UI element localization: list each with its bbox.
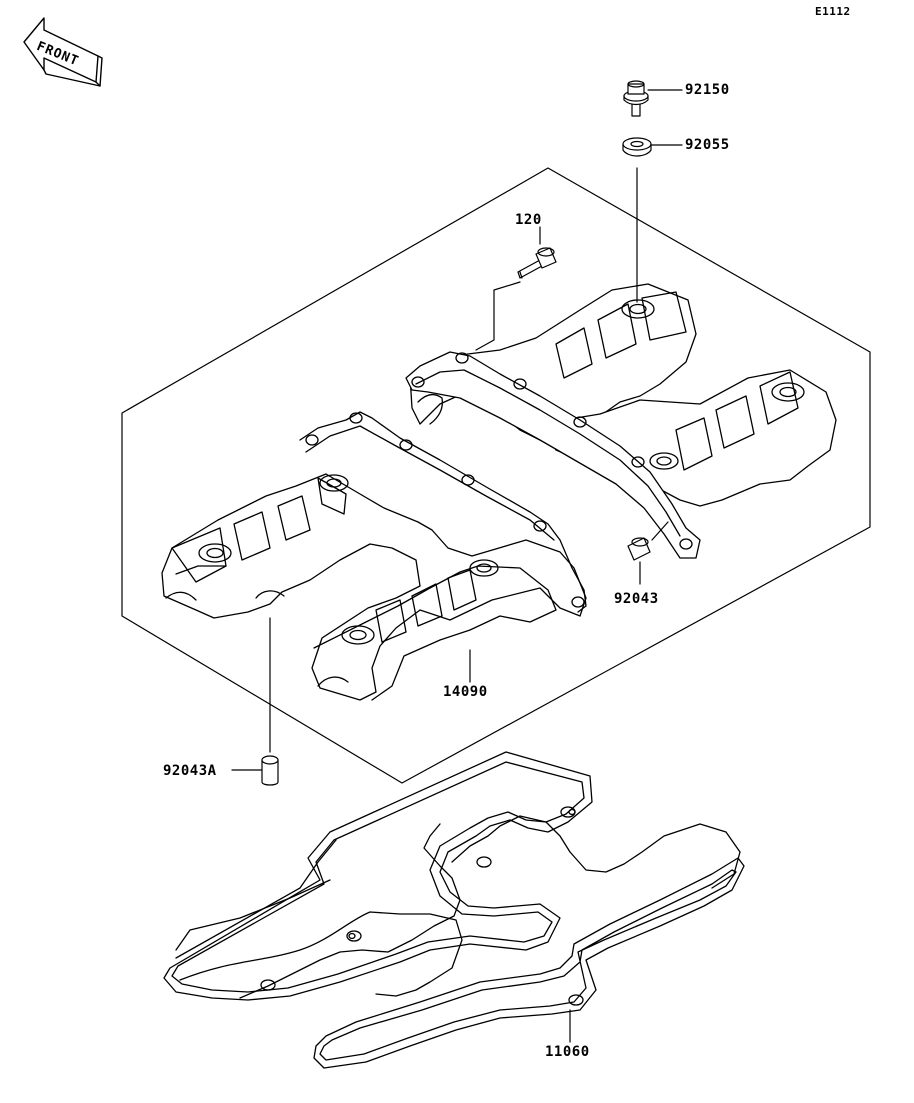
assembly-outline	[122, 168, 870, 783]
part-label-14090: 14090	[443, 684, 488, 700]
cylinder-head-cover	[162, 284, 836, 700]
part-label-92055: 92055	[685, 137, 730, 153]
part-label-120: 120	[515, 212, 542, 228]
leader-92043-up	[652, 522, 668, 540]
washer-92055-icon	[623, 138, 651, 156]
bolt-92150-icon	[624, 81, 648, 116]
front-arrow-icon	[24, 18, 102, 86]
dowel-92043a-icon	[262, 756, 278, 785]
part-label-92043a: 92043A	[163, 763, 217, 779]
gasket-11060	[164, 752, 744, 1068]
bolt-120-icon	[518, 248, 556, 278]
diagram-code: E1112	[815, 5, 851, 18]
part-label-92150: 92150	[685, 82, 730, 98]
dowel-92043-icon	[628, 538, 650, 560]
part-label-92043: 92043	[614, 591, 659, 607]
leader-120-lower	[476, 282, 520, 350]
part-label-11060: 11060	[545, 1044, 590, 1060]
